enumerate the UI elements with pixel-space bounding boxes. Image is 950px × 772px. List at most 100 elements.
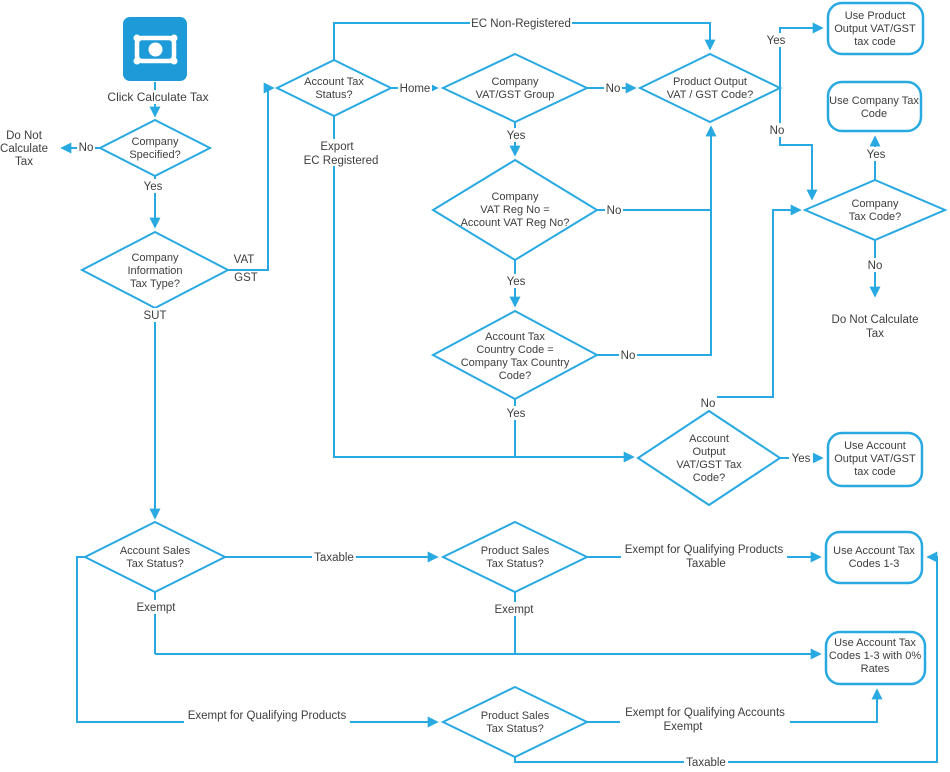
decision-company-vat-reg: Company VAT Reg No = Account VAT Reg No? <box>431 158 599 262</box>
calculate-tax-icon <box>123 17 187 81</box>
edge-label-vat: VAT <box>234 254 255 266</box>
edge-label-export-ec-registered: Export EC Registered <box>300 139 380 167</box>
svg-text:Company: Company <box>491 191 539 203</box>
svg-text:tax code: tax code <box>854 36 896 48</box>
svg-text:Calculate: Calculate <box>0 143 48 155</box>
svg-text:Country Code =: Country Code = <box>476 344 553 356</box>
decision-company-vatgst-group: Company VAT/GST Group <box>440 52 590 124</box>
edge-label-sut: SUT <box>142 308 168 322</box>
start-label: Click Calculate Tax <box>105 90 211 104</box>
svg-text:Account: Account <box>689 433 729 445</box>
edge-label-no-vatgst-group: No <box>604 81 622 95</box>
svg-text:Output VAT/GST: Output VAT/GST <box>834 23 916 35</box>
svg-text:Tax Status?: Tax Status? <box>486 723 543 735</box>
svg-text:Tax Status?: Tax Status? <box>486 558 543 570</box>
edge-label-no-company-specified: No <box>77 140 95 154</box>
edge-label-home: Home <box>398 81 432 95</box>
decision-account-sales-status: Account Sales Tax Status? <box>82 520 228 594</box>
svg-text:Use Product: Use Product <box>845 10 906 22</box>
svg-text:Yes: Yes <box>792 453 811 465</box>
svg-text:Company: Company <box>131 252 179 264</box>
edge-tax-type-vat-gst <box>228 82 275 271</box>
decision-account-output-code: Account Output VAT/GST Tax Code? <box>636 409 782 507</box>
svg-text:Yes: Yes <box>507 408 526 420</box>
svg-text:VAT: VAT <box>234 254 255 266</box>
svg-text:Account Sales: Account Sales <box>120 545 191 557</box>
svg-text:Code: Code <box>861 108 887 120</box>
terminal-use-account-codes: Use Account Tax Codes 1-3 <box>824 530 924 585</box>
edge-label-taxable-account-sales: Taxable <box>312 550 356 564</box>
svg-text:Code?: Code? <box>499 370 531 382</box>
edge-label-yes-company-specified: Yes <box>142 179 164 193</box>
svg-text:Tax Code?: Tax Code? <box>849 211 902 223</box>
edge-product-output-yes <box>779 22 824 88</box>
svg-text:Code?: Code? <box>693 472 725 484</box>
svg-text:Yes: Yes <box>867 149 886 161</box>
edge-label-yes-company-tax: Yes <box>864 147 888 161</box>
svg-text:No: No <box>770 125 785 137</box>
svg-text:Codes 1-3: Codes 1-3 <box>849 558 900 570</box>
svg-text:VAT/GST Tax: VAT/GST Tax <box>676 459 742 471</box>
edge-account-output-no <box>708 204 802 411</box>
terminal-use-account-output: Use Account Output VAT/GST tax code <box>826 431 924 488</box>
svg-text:EC Non-Registered: EC Non-Registered <box>471 18 571 30</box>
svg-text:Specified?: Specified? <box>129 149 180 161</box>
edge-label-no-country-code: No <box>619 348 637 362</box>
edge-label-exempt-account-sales: Exempt <box>134 600 177 614</box>
edge-label-yes-product-output: Yes <box>764 33 788 47</box>
svg-text:Do Not Calculate: Do Not Calculate <box>832 314 919 326</box>
edge-label-yes-country-code: Yes <box>504 406 528 420</box>
svg-text:Account Tax: Account Tax <box>304 76 364 88</box>
svg-text:No: No <box>79 142 94 154</box>
edge-label-no-company-tax: No <box>866 258 884 272</box>
decision-product-sales-status-1: Product Sales Tax Status? <box>440 520 590 594</box>
svg-text:Taxable: Taxable <box>686 757 726 769</box>
edge-label-exempt-product-sales-1: Exempt <box>493 602 536 616</box>
edge-account-status-export <box>333 116 635 463</box>
svg-text:VAT / GST Code?: VAT / GST Code? <box>667 89 754 101</box>
edge-label-ec-non-registered: EC Non-Registered <box>470 16 572 30</box>
edge-label-yes-vatgst-group: Yes <box>504 128 528 142</box>
svg-text:Information: Information <box>127 265 182 277</box>
terminal-use-account-codes-zero: Use Account Tax Codes 1-3 with 0% Rates <box>824 630 927 686</box>
svg-text:Use Account: Use Account <box>844 440 906 452</box>
svg-text:Yes: Yes <box>507 276 526 288</box>
edge-label-gst: GST <box>234 272 258 284</box>
edge-product-output-no <box>779 88 818 201</box>
svg-text:Exempt: Exempt <box>664 721 704 733</box>
end-do-not-calculate-tax-right: Do Not Calculate Tax <box>832 314 919 340</box>
svg-text:Codes 1-3 with 0%: Codes 1-3 with 0% <box>829 650 922 662</box>
svg-text:Exempt for Qualifying Products: Exempt for Qualifying Products <box>625 544 784 556</box>
svg-text:GST: GST <box>234 272 258 284</box>
svg-text:Company: Company <box>131 136 179 148</box>
decision-company-specified: Company Specified? <box>97 118 213 178</box>
decision-product-sales-status-2: Product Sales Tax Status? <box>440 685 590 759</box>
svg-text:Company Tax Country: Company Tax Country <box>461 357 570 369</box>
edges <box>60 22 938 763</box>
svg-text:Output: Output <box>692 446 725 458</box>
svg-text:VAT Reg No =: VAT Reg No = <box>480 204 549 216</box>
svg-text:Yes: Yes <box>144 181 163 193</box>
svg-text:Home: Home <box>400 83 431 95</box>
decision-account-tax-status: Account Tax Status? <box>274 58 394 118</box>
svg-text:Exempt for Qualifying Products: Exempt for Qualifying Products <box>188 710 347 722</box>
svg-text:Exempt: Exempt <box>495 604 535 616</box>
edge-label-exempt-qualifying-accounts-exempt: Exempt for Qualifying Accounts Exempt <box>620 705 790 733</box>
svg-text:Do Not: Do Not <box>6 130 43 142</box>
svg-text:Tax: Tax <box>15 156 33 168</box>
svg-text:Exempt for Qualifying Accounts: Exempt for Qualifying Accounts <box>625 707 785 719</box>
svg-text:Taxable: Taxable <box>686 558 726 570</box>
svg-text:Use Account Tax: Use Account Tax <box>833 545 915 557</box>
svg-text:tax code: tax code <box>854 466 896 478</box>
svg-text:Export: Export <box>320 141 354 153</box>
end-do-not-calculate-tax-left: Do Not Calculate Tax <box>0 130 48 168</box>
edge-label-no-product-output: No <box>768 123 786 137</box>
svg-text:EC Registered: EC Registered <box>304 155 379 167</box>
svg-text:Use Company Tax: Use Company Tax <box>829 95 919 107</box>
svg-text:Account VAT Reg No?: Account VAT Reg No? <box>461 217 570 229</box>
decision-account-tax-country: Account Tax Country Code = Company Tax C… <box>430 309 600 401</box>
edge-product-sales2-taxable-loop <box>514 551 938 763</box>
svg-text:Company: Company <box>491 76 539 88</box>
